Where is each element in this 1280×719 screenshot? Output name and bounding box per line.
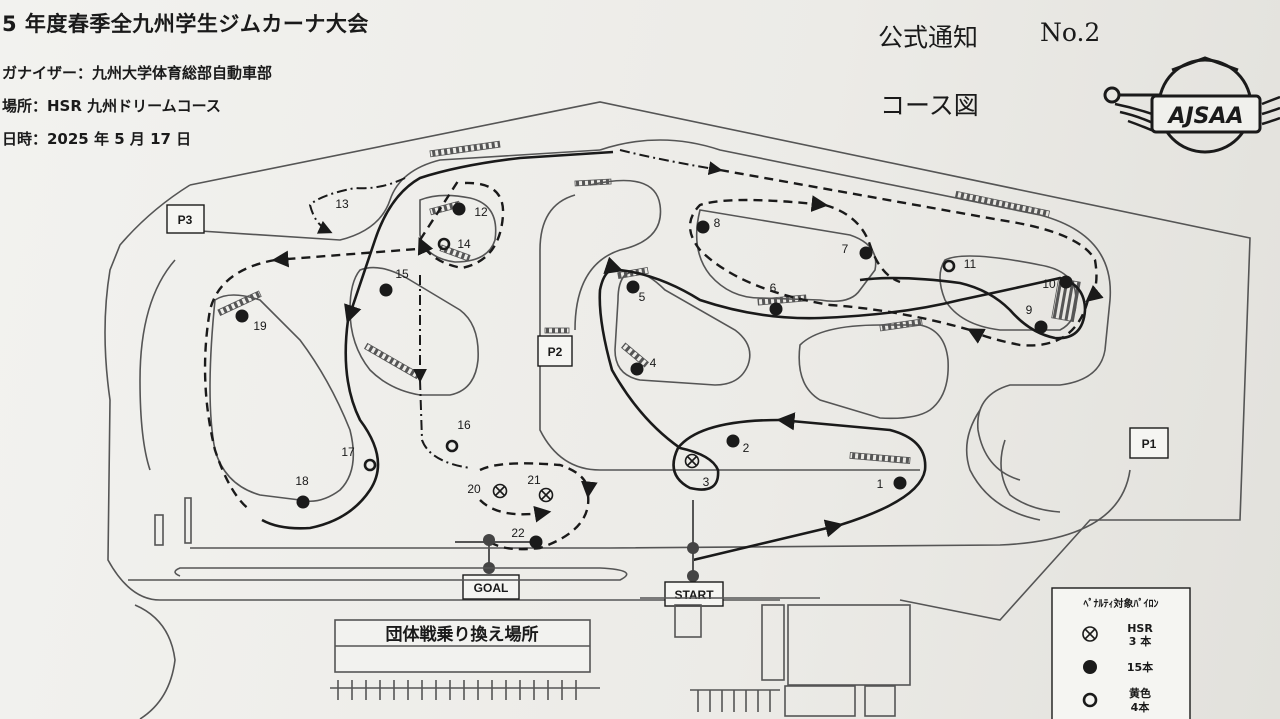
goal-label: GOAL: [474, 581, 509, 595]
pylon-hsr-3: [684, 453, 700, 469]
event-title: 5 年度春季全九州学生ジムカーナ大会: [2, 12, 369, 36]
pylon-label-22: 22: [511, 526, 525, 540]
notice-number: No.2: [1040, 18, 1101, 47]
area-p2-label: P2: [548, 345, 563, 359]
logo-text: AJSAA: [1166, 104, 1243, 129]
legend-hsr-count: 3 本: [1129, 634, 1151, 648]
pylon-black-9: [1034, 320, 1048, 334]
pylon-yellow-11: [942, 259, 956, 273]
team-change-label: 団体戦乗り換え場所: [386, 624, 539, 645]
pylon-black-7: [859, 246, 873, 260]
pylon-label-16: 16: [457, 418, 471, 432]
pylon-label-18: 18: [295, 474, 309, 488]
date-line: 日時：2025 年 5 月 17 日: [2, 130, 192, 148]
paddock-buildings: [128, 497, 911, 719]
legend-title: ﾍﾟﾅﾙﾃｨ対象ﾊﾟｲﾛﾝ: [1083, 597, 1159, 610]
pylon-yellow-16: [445, 439, 459, 453]
pylon-yellow-17: [363, 458, 377, 472]
pylon-label-13: 13: [335, 197, 349, 211]
area-p3-label: P3: [178, 213, 193, 227]
legend-yellow-count: 4本: [1131, 700, 1150, 714]
pylon-black-18: [296, 495, 310, 509]
pylon-label-11: 11: [964, 257, 977, 271]
pylon-label-5: 5: [639, 290, 646, 304]
pylon-label-20: 20: [467, 482, 481, 496]
curbs: [217, 140, 1081, 465]
pylon-label-6: 6: [770, 281, 777, 295]
pylon-label-4: 4: [650, 356, 657, 370]
pylon-label-1: 1: [877, 477, 884, 491]
area-p1-label: P1: [1142, 437, 1157, 451]
legend-yellow-name: 黄色: [1129, 686, 1151, 700]
pylon-black-12: [452, 202, 466, 216]
pylon-label-19: 19: [253, 319, 267, 333]
area-boxes: P3 P2 P1 START GOAL: [166, 204, 1169, 607]
pylon-black-2: [726, 434, 740, 448]
legend-black-count: 15本: [1127, 660, 1153, 674]
start-label: START: [674, 588, 714, 602]
pylon-black-6: [769, 302, 783, 316]
pylon-black-8: [696, 220, 710, 234]
pylon-black-5: [626, 280, 640, 294]
pylon-label-3: 3: [703, 475, 710, 489]
venue-line: 場所：HSR 九州ドリームコース: [2, 97, 221, 115]
legend-black-icon: [1083, 660, 1097, 674]
legend-hsr-icon: [1082, 626, 1098, 642]
pylon-hsr-20: [492, 483, 508, 499]
route-solid: [261, 150, 1087, 562]
pylon-label-9: 9: [1026, 303, 1033, 317]
pylon-label-2: 2: [743, 441, 750, 455]
pylon-black-15: [379, 283, 393, 297]
organizer-line: ガナイザー：九州大学体育総部自動車部: [2, 64, 273, 82]
official-notice-label: 公式通知: [878, 23, 979, 52]
legend-hsr-name: HSR: [1127, 622, 1153, 635]
route-dashdot: [308, 149, 723, 469]
pylon-label-7: 7: [842, 242, 849, 256]
pylon-black-22: [529, 535, 543, 549]
parking-stripes: [330, 680, 780, 712]
venue-outline: [104, 101, 1251, 621]
pylon-label-14: 14: [457, 237, 471, 251]
pylon-label-15: 15: [395, 267, 409, 281]
pylon-black-1: [893, 476, 907, 490]
pylon-label-12: 12: [474, 205, 488, 219]
pylon-label-10: 10: [1042, 277, 1056, 291]
pylon-black-19: [235, 309, 249, 323]
pylon-yellow-14: [437, 237, 451, 251]
pylon-label-17: 17: [341, 445, 355, 459]
ajsaa-logo: AJSAA: [1103, 56, 1280, 154]
pylon-black-10: [1059, 275, 1073, 289]
legend: ﾍﾟﾅﾙﾃｨ対象ﾊﾟｲﾛﾝ HSR 3 本 15本 黄色 4本: [1051, 587, 1191, 719]
route-dashed: [203, 168, 1104, 551]
pylon-black-4: [630, 362, 644, 376]
course-map-label: コース図: [880, 91, 979, 120]
legend-yellow-icon: [1082, 692, 1098, 708]
pylon-label-8: 8: [714, 216, 721, 230]
pylon-hsr-21: [538, 487, 554, 503]
pylon-label-21: 21: [527, 473, 541, 487]
